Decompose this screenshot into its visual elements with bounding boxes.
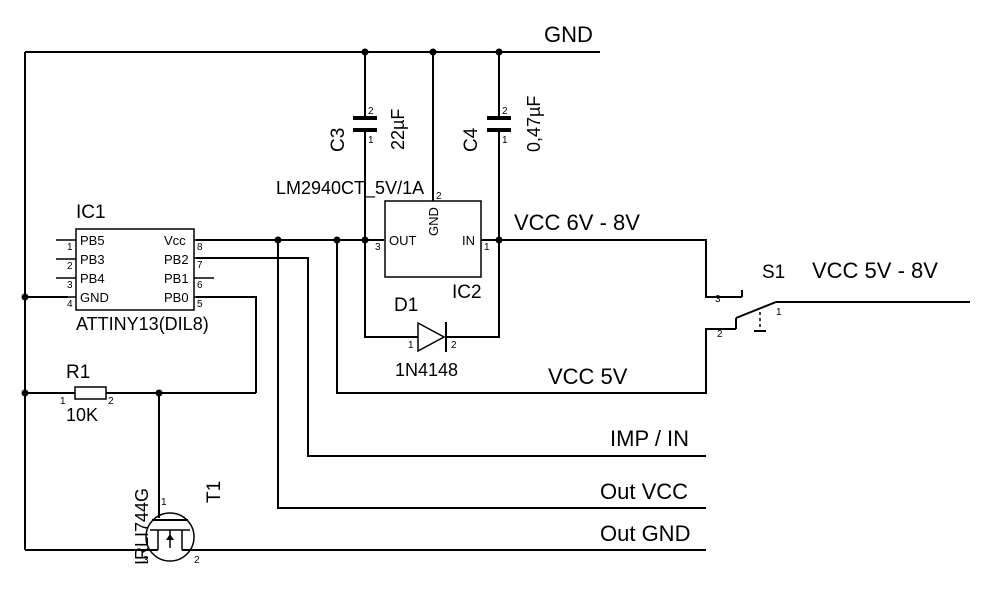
d1-pin-right: 2 <box>451 340 457 351</box>
s1-switch: S1 3 2 1 <box>715 262 785 340</box>
vcc-5-8-net-label: VCC 5V - 8V <box>812 258 938 283</box>
ic1-ref: IC1 <box>76 202 106 223</box>
ic2-lm2940: LM2940CT_5V/1A IC2 OUT IN GND 3 1 2 <box>276 178 490 303</box>
ic2-pin-in: IN <box>462 233 475 248</box>
d1-value: 1N4148 <box>395 360 458 380</box>
ic2-pinnum-1: 1 <box>484 242 490 253</box>
r1-pin-left: 1 <box>60 396 66 407</box>
t1-gate-lead <box>152 505 188 521</box>
r1-ref: R1 <box>66 362 90 383</box>
d1-right-wire <box>446 240 500 338</box>
s1-pin-1: 1 <box>776 307 782 318</box>
pb0-wire <box>196 296 257 393</box>
ic1-pinnum-2: 2 <box>67 261 73 272</box>
ic1-pinnum-8: 8 <box>197 242 203 253</box>
ic2-body <box>384 200 482 278</box>
c3-pin-bottom: 1 <box>368 135 374 146</box>
r1-resistor: R1 10K 1 2 <box>60 362 114 425</box>
ic1-pinnum-1: 1 <box>67 242 73 253</box>
t1-ref: T1 <box>204 481 225 503</box>
c3-value: 22µF <box>388 109 408 150</box>
out-vcc-net-label: Out VCC <box>600 479 688 504</box>
ic1-pin-lines-left <box>56 239 76 298</box>
ic1-pin-pb2: PB2 <box>164 252 189 267</box>
s1-lever <box>735 301 777 319</box>
gnd-net-label: GND <box>544 22 593 47</box>
c3-capacitor: C3 22µF 2 1 <box>328 106 408 152</box>
d1-ref: D1 <box>394 295 418 316</box>
ic1-pin-gnd: GND <box>80 290 109 305</box>
ic1-body <box>75 228 195 311</box>
r1-body <box>74 386 107 400</box>
ic1-pin-lines-right <box>194 239 214 298</box>
vcc5-wire <box>336 240 736 394</box>
junctions <box>21 48 503 397</box>
out-vcc-wire <box>277 240 706 509</box>
t1-channel <box>150 529 190 550</box>
ic1-pin-pb3: PB3 <box>80 252 105 267</box>
d1-pin-left: 1 <box>408 340 414 351</box>
vcc-6-8-net-label: VCC 6V - 8V <box>514 210 640 235</box>
c3-ref: C3 <box>328 128 349 152</box>
vin-wire <box>481 239 742 298</box>
r1-value: 10K <box>66 405 98 425</box>
t1-pin-drain: 2 <box>194 555 200 566</box>
imp-in-wire <box>196 257 706 457</box>
ic1-pinnum-3: 3 <box>67 280 73 291</box>
c4-pin-top: 2 <box>502 106 508 117</box>
junction <box>361 236 369 244</box>
junction <box>21 293 29 301</box>
ic2-ref: IC2 <box>452 282 482 303</box>
c4-ref: C4 <box>461 127 482 152</box>
wires <box>24 51 970 551</box>
c4-value: 0,47µF <box>524 96 544 152</box>
imp-in-net-label: IMP / IN <box>610 426 689 451</box>
c3-pin-top: 2 <box>368 106 374 117</box>
junction <box>274 236 282 244</box>
t1-pin-gate: 1 <box>161 497 167 508</box>
s1-pin-2: 2 <box>717 329 723 340</box>
t1-value: IRLI744G <box>132 488 152 565</box>
ic2-pin-out: OUT <box>389 233 417 248</box>
t1-pin-source: 3 <box>143 555 149 566</box>
junction <box>155 389 163 397</box>
ic1-pin-vcc: Vcc <box>164 233 186 248</box>
out-gnd-net-label: Out GND <box>600 521 690 546</box>
junction <box>495 48 503 56</box>
ic1-pin-pb5: PB5 <box>80 233 105 248</box>
ic1-pinnum-4: 4 <box>67 299 73 310</box>
c3-plates <box>353 116 377 132</box>
ic2-part: LM2940CT_5V/1A <box>276 178 424 199</box>
ic1-pin-pb1: PB1 <box>164 271 189 286</box>
ic1-pinnum-7: 7 <box>197 260 203 271</box>
junction <box>495 236 503 244</box>
s1-pin-3: 3 <box>715 294 721 305</box>
ic2-pin-gnd: GND <box>426 207 441 236</box>
d1-diode: D1 1N4148 1 2 <box>394 295 458 380</box>
d1-left-wire <box>364 240 418 338</box>
ic2-pinnum-2: 2 <box>436 191 442 202</box>
t1-arrow <box>166 534 174 540</box>
junction <box>429 48 437 56</box>
ic1-pin-pb4: PB4 <box>80 271 105 286</box>
ic1-pin-pb0: PB0 <box>164 290 189 305</box>
c4-plates <box>487 116 511 132</box>
c4-pin-bottom: 1 <box>502 135 508 146</box>
junction <box>361 48 369 56</box>
d1-triangle <box>417 321 446 353</box>
ic1-part: ATTINY13(DIL8) <box>76 314 209 334</box>
r1-pin-right: 2 <box>108 396 114 407</box>
ic1-pinnum-5: 5 <box>197 299 203 310</box>
c4-capacitor: C4 0,47µF 2 1 <box>461 96 544 152</box>
t1-mosfet: T1 IRLI744G 1 2 3 <box>132 481 225 566</box>
ic1-attiny13: IC1 ATTINY13(DIL8) PB5 PB3 PB4 GND Vcc P… <box>56 202 214 334</box>
vcc-5-net-label: VCC 5V <box>548 364 628 389</box>
junction <box>21 389 29 397</box>
ic2-pinnum-3: 3 <box>375 242 381 253</box>
junction <box>333 236 341 244</box>
ic1-pinnum-6: 6 <box>197 280 203 291</box>
s1-ref: S1 <box>762 262 785 283</box>
